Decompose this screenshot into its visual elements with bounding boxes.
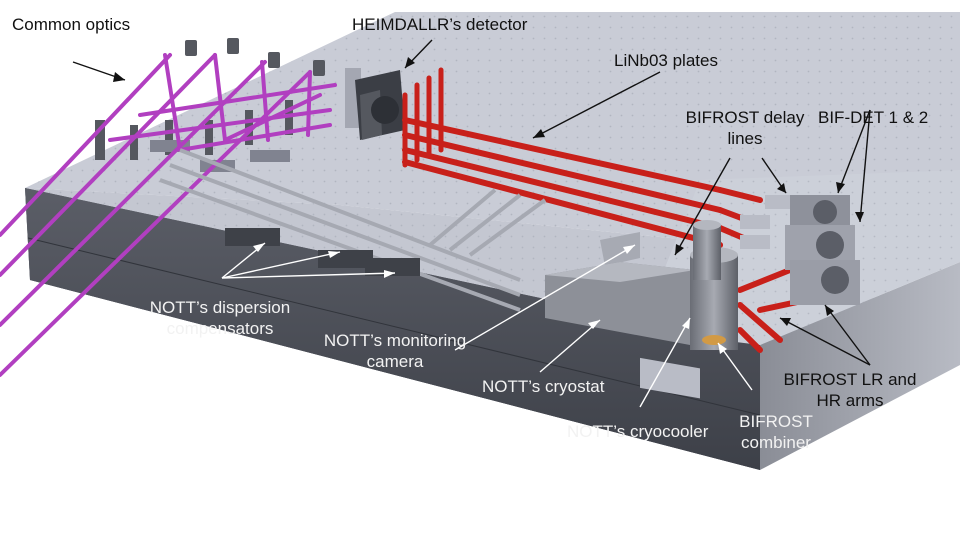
label-bifrost-combiner-line2: combiner xyxy=(741,433,811,452)
label-bifrost-arms: BIFROST LR and HR arms xyxy=(775,369,925,411)
label-bifrost-arms-line2: HR arms xyxy=(816,391,884,410)
arrow-arms-2 xyxy=(824,304,871,366)
arrowheads-white xyxy=(253,243,727,354)
arrow-bifdet-1 xyxy=(837,109,871,194)
label-linbo3-plates: LiNb03 plates xyxy=(614,51,718,70)
delay-line-carts xyxy=(640,195,795,399)
arrow-linbo3 xyxy=(532,71,661,139)
nott-beam-paths xyxy=(159,148,547,312)
label-bif-det: BIF-DET 1 & 2 xyxy=(818,108,929,127)
label-bifrost-combiner: BIFROST combiner xyxy=(726,411,826,453)
arrow-camera xyxy=(454,244,636,351)
arrow-dispersion-3 xyxy=(221,272,396,279)
table-end xyxy=(760,262,960,470)
cryocooler xyxy=(690,220,738,350)
label-dispersion-compensators-line1: NOTT’s dispersion xyxy=(149,298,291,317)
arrowheads xyxy=(113,57,864,326)
label-cryostat: NOTT’s cryostat xyxy=(482,377,605,396)
label-monitoring-camera-line2: camera xyxy=(366,352,424,371)
arrow-dispersion-2 xyxy=(221,251,341,279)
heimdallr-detector xyxy=(345,68,405,140)
monitoring-camera xyxy=(600,232,640,266)
table-seam xyxy=(27,237,761,416)
magenta-beams xyxy=(0,53,337,377)
label-bifrost-arms-line1: BIFROST LR and xyxy=(783,370,917,389)
cryostat xyxy=(545,262,695,345)
label-cryocooler: NOTT’s cryocooler xyxy=(567,422,709,441)
label-heimdallr-detector: HEIMDALLR’s detector xyxy=(352,15,528,34)
label-common-optics: Common optics xyxy=(12,15,131,34)
arrow-bifdet-2 xyxy=(859,109,871,223)
label-bifrost-delay-lines-line1: BIFROST delay xyxy=(685,108,805,127)
label-monitoring-camera: NOTT’s monitoring camera xyxy=(315,330,475,372)
label-dispersion-compensators: NOTT’s dispersion compensators xyxy=(140,297,300,339)
arrow-arms-1 xyxy=(779,317,871,366)
bif-det xyxy=(785,195,860,305)
arrow-cryocooler xyxy=(639,317,691,408)
label-monitoring-camera-line1: NOTT’s monitoring xyxy=(323,331,467,350)
label-bifrost-delay-lines: BIFROST delay lines xyxy=(676,107,814,149)
label-bifrost-combiner-line1: BIFROST xyxy=(739,412,813,431)
label-bifrost-delay-lines-line2: lines xyxy=(727,129,763,148)
arrow-delay-left xyxy=(674,157,731,256)
arrow-cryostat xyxy=(539,319,601,373)
label-dispersion-compensators-line2: compensators xyxy=(166,319,274,338)
table-front xyxy=(25,188,760,470)
